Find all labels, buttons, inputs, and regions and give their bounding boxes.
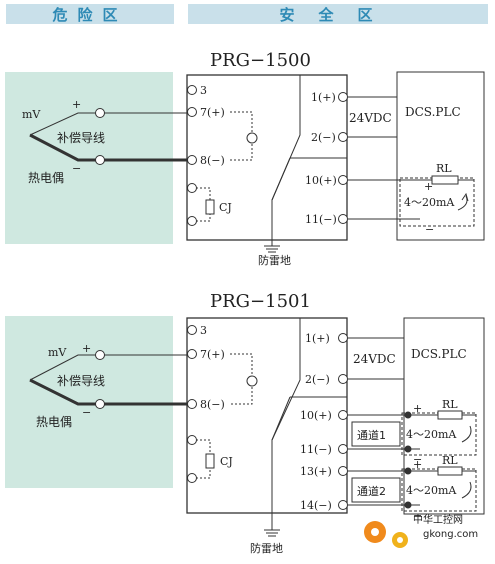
label-terminal-3: 3: [200, 84, 207, 97]
terminal-cj-1: [187, 435, 197, 445]
label-terminal-11: 11(−): [300, 443, 332, 456]
label-thermocouple: 热电偶: [36, 415, 72, 429]
model-title-2: PRG−1501: [210, 291, 311, 312]
terminal-cj-2: [187, 473, 197, 483]
terminal-3: [187, 85, 197, 95]
label-channel-2: 通道2: [357, 484, 386, 498]
label-terminal-10: 10(+): [305, 174, 337, 187]
label-controller: DCS.PLC: [405, 105, 461, 119]
dcs-plc-box: [403, 317, 485, 515]
dcs-plc-box: [396, 71, 485, 241]
label-ch1-minus: −: [413, 453, 422, 466]
label-mv: mV: [48, 346, 67, 359]
label-ground: 防雷地: [250, 541, 283, 555]
input-terminal-minus: [95, 399, 105, 409]
input-terminal-plus: [95, 108, 105, 118]
label-terminal-10: 10(+): [300, 409, 332, 422]
indicator-lamp: [246, 375, 258, 387]
watermark-url: gkong.com: [423, 529, 478, 540]
terminal-10: [338, 175, 348, 185]
label-resistor-2: RL: [442, 454, 458, 467]
safe-zone-header: 安全区: [188, 4, 488, 24]
label-ch2-range: 4～20mA: [406, 484, 457, 497]
label-resistor: RL: [436, 162, 452, 175]
terminal-10: [338, 410, 348, 420]
label-comp-wire: 补偿导线: [57, 130, 105, 145]
label-current-plus: +: [424, 180, 433, 193]
diagram-prg-1501: [29, 317, 485, 537]
label-terminal-14: 14(−): [300, 499, 332, 512]
label-input-plus: +: [72, 98, 81, 111]
diagram-2-labels: PRG−1501 3 7(+) 8(−) CJ 1(+) 2(−) 10(+) …: [36, 291, 467, 555]
label-terminal-11: 11(−): [305, 213, 337, 226]
resistor-rl: [431, 175, 459, 185]
terminal-11: [338, 444, 348, 454]
label-terminal-1: 1(+): [305, 332, 330, 345]
label-resistor-1: RL: [442, 398, 458, 411]
label-comp-wire: 补偿导线: [57, 373, 105, 388]
cj-sensor: [205, 199, 215, 215]
terminal-cj-1: [187, 183, 197, 193]
terminal-7: [187, 107, 197, 117]
label-power: 24VDC: [353, 352, 396, 366]
label-terminal-1: 1(+): [311, 91, 336, 104]
channel-1-box: [351, 421, 401, 447]
label-ch2-minus: −: [413, 509, 422, 522]
label-ch1-plus: +: [413, 402, 422, 415]
label-current-range: 4～20mA: [404, 196, 455, 209]
indicator-lamp: [246, 132, 258, 144]
terminal-8: [187, 155, 197, 165]
cj-sensor: [205, 453, 215, 469]
hazard-zone-area-1: [5, 72, 173, 244]
current-arrow: [457, 195, 468, 211]
resistor-rl-2: [437, 466, 463, 476]
label-input-plus: +: [82, 342, 91, 355]
label-current-minus: −: [425, 223, 434, 236]
diagram-1-labels: 3 7(+) 8(−) CJ 1(+) 2(−) 10(+) 11(−) 24V…: [22, 84, 461, 267]
terminal-8: [187, 399, 197, 409]
hazard-zone-area-2: [5, 316, 173, 488]
terminal-14: [338, 500, 348, 510]
label-cj: CJ: [220, 455, 233, 468]
diagram-prg-1500: PRG−1500: [29, 50, 485, 253]
label-terminal-7: 7(+): [200, 348, 225, 361]
label-terminal-8: 8(−): [200, 398, 225, 411]
label-power: 24VDC: [349, 111, 392, 125]
label-ch1-range: 4～20mA: [406, 428, 457, 441]
label-terminal-2: 2(−): [305, 373, 330, 386]
label-input-minus: −: [82, 406, 91, 419]
label-ch2-plus: +: [413, 458, 422, 471]
label-terminal-8: 8(−): [200, 154, 225, 167]
input-terminal-minus: [95, 155, 105, 165]
terminal-7: [187, 349, 197, 359]
label-terminal-2: 2(−): [311, 131, 336, 144]
resistor-rl-1: [437, 410, 463, 420]
watermark-brand: 中华工控网: [413, 513, 463, 526]
label-channel-1: 通道1: [357, 428, 386, 442]
input-terminal-plus: [95, 350, 105, 360]
danger-zone-header: 危险区: [6, 4, 174, 24]
terminal-cj-2: [187, 216, 197, 226]
terminal-11: [338, 214, 348, 224]
watermark-logo: 中华工控网 gkong.com: [364, 513, 478, 548]
terminal-3: [187, 325, 197, 335]
label-cj: CJ: [219, 201, 232, 214]
label-controller: DCS.PLC: [411, 347, 467, 361]
terminal-2: [338, 374, 348, 384]
model-title: PRG−1500: [210, 50, 311, 71]
terminal-2: [338, 132, 348, 142]
channel-2-box: [351, 477, 401, 503]
label-mv: mV: [22, 108, 41, 121]
label-input-minus: −: [72, 162, 81, 175]
label-ground: 防雷地: [258, 253, 291, 267]
terminal-13: [338, 466, 348, 476]
terminal-1: [338, 333, 348, 343]
label-thermocouple: 热电偶: [28, 171, 64, 185]
label-terminal-7: 7(+): [200, 106, 225, 119]
label-terminal-3: 3: [200, 324, 207, 337]
label-terminal-13: 13(+): [300, 465, 332, 478]
terminal-1: [338, 92, 348, 102]
